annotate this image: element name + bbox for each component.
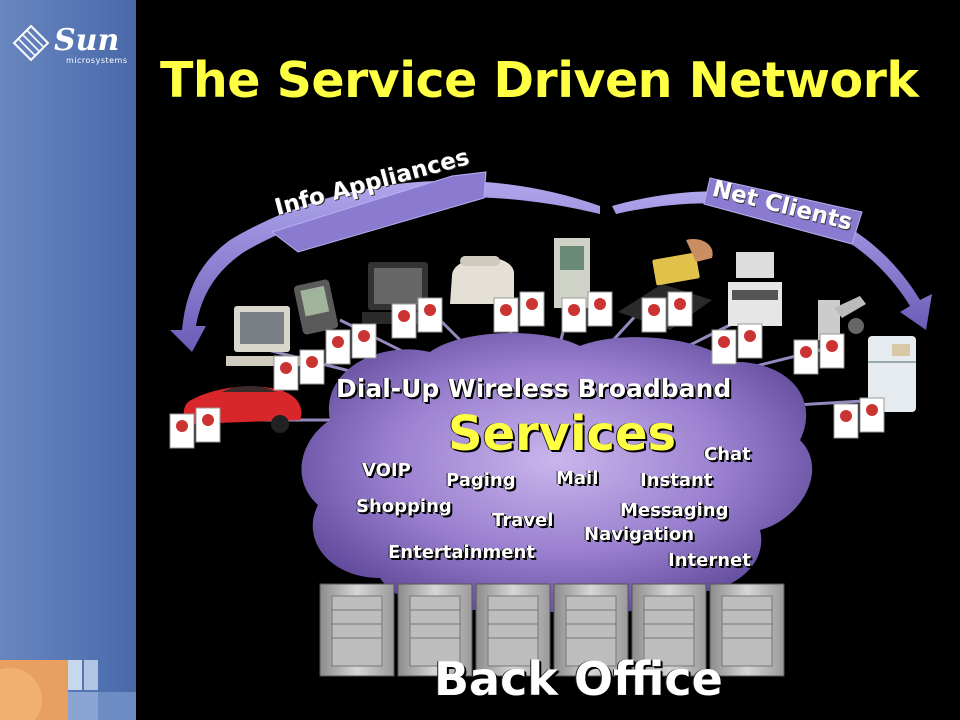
device-kiosk	[554, 238, 590, 308]
device-phone	[450, 256, 514, 304]
logo-brand: Sun	[54, 23, 120, 58]
sidebar: Sun microsystems	[0, 0, 136, 720]
services-cloud	[301, 333, 813, 616]
arrow-net-clients	[612, 177, 932, 330]
service-shopping: Shopping	[356, 496, 452, 517]
network-types-label: Dial-Up Wireless Broadband	[336, 374, 732, 403]
arrow-info-appliances	[170, 171, 600, 352]
service-chat: Chat	[704, 444, 751, 465]
device-refrigerator	[868, 336, 916, 412]
slide-title: The Service Driven Network	[160, 52, 919, 109]
sun-logo: Sun microsystems	[12, 23, 128, 74]
logo-subtitle: microsystems	[66, 56, 128, 65]
service-mail: Mail	[556, 468, 599, 489]
service-entertainment: Entertainment	[388, 542, 535, 563]
device-pda	[293, 279, 339, 335]
corner-decoration	[0, 660, 136, 720]
service-instant: Instant	[640, 470, 713, 491]
service-voip: VOIP	[362, 460, 411, 481]
services-heading: Services	[448, 406, 677, 462]
java-jini-badges	[169, 291, 885, 449]
service-travel: Travel	[492, 510, 554, 531]
service-navigation: Navigation	[584, 524, 695, 545]
device-desktop-pc	[226, 306, 300, 366]
device-robot-arm	[818, 296, 866, 340]
service-messaging: Messaging	[620, 500, 729, 521]
back-office-label: Back Office	[434, 652, 723, 706]
device-test-equipment	[728, 252, 782, 326]
service-internet: Internet	[668, 550, 751, 571]
service-paging: Paging	[446, 470, 516, 491]
server-rack	[319, 583, 785, 677]
